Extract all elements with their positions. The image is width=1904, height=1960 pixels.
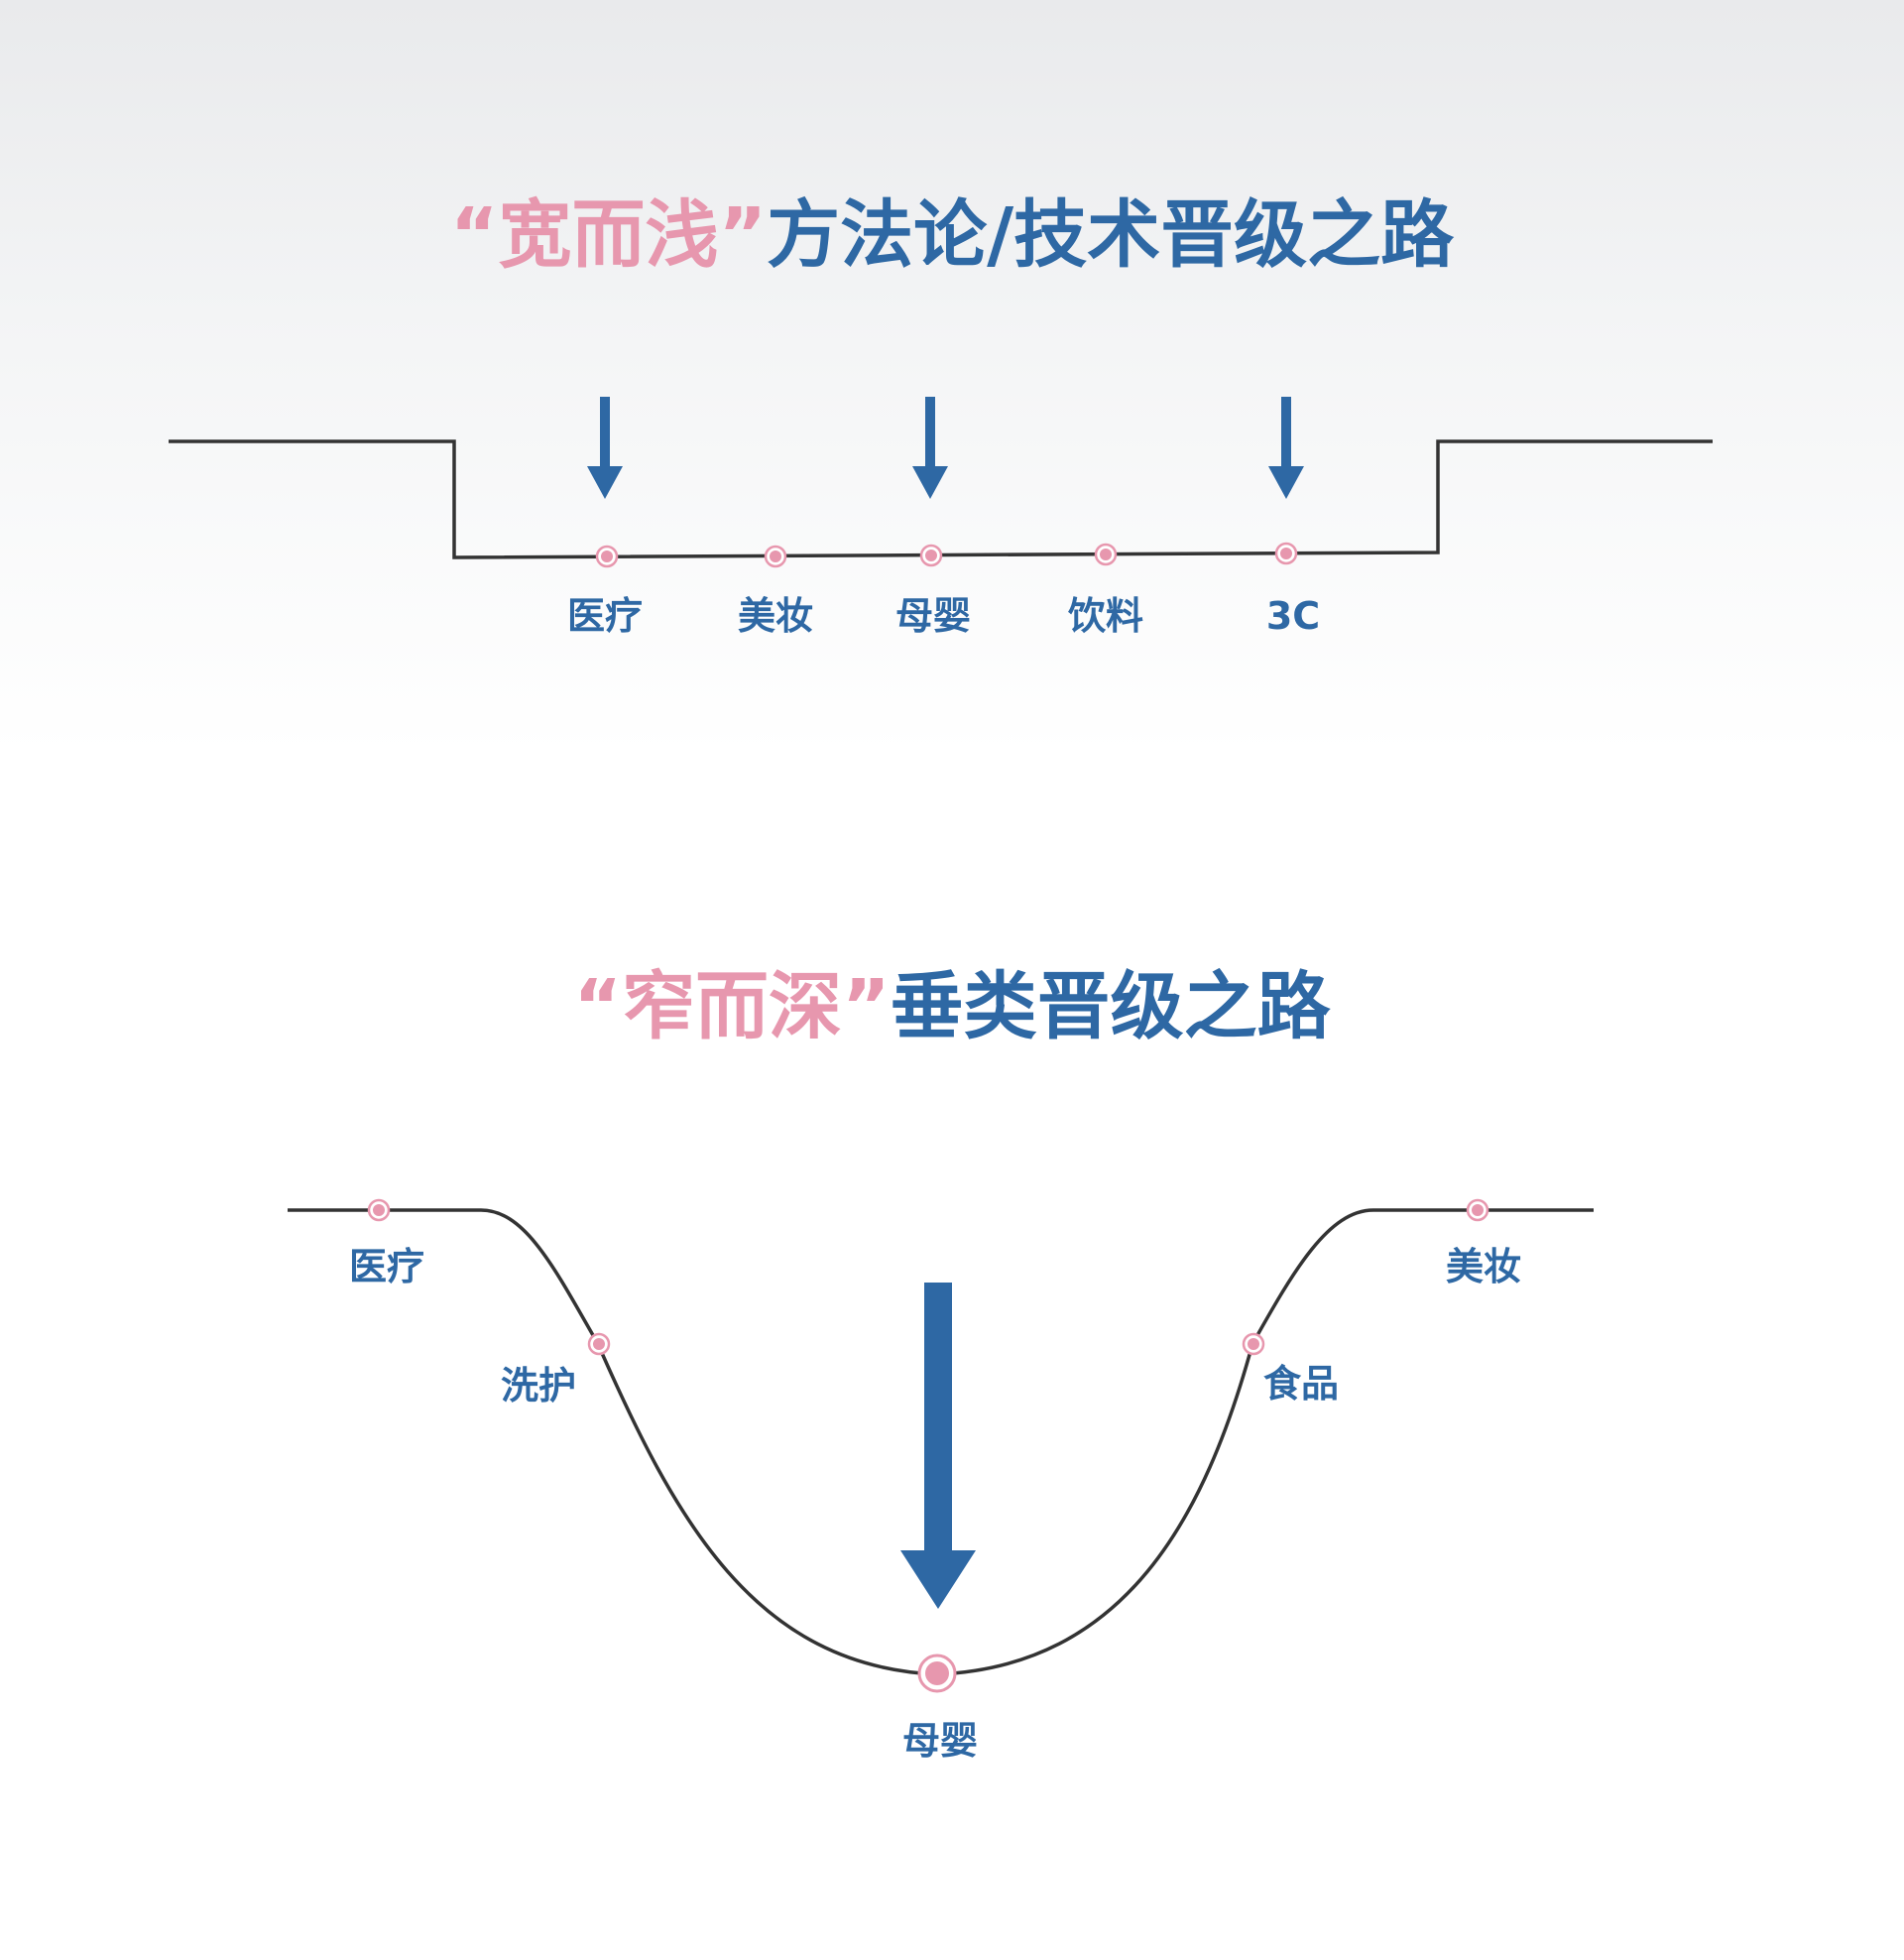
node-dot-icon [764,545,787,568]
label-medical: 医疗 [567,594,643,638]
node-dot-icon [1274,542,1298,565]
node-dot-icon [1466,1198,1489,1222]
node-dot-icon [367,1198,391,1222]
node-dot-icon [919,544,943,567]
label-food: 食品 [1263,1362,1339,1406]
node-dot-icon [595,545,619,568]
shallow-trough-line [169,439,1713,559]
section2-title-rest: 垂类晋级之路 [890,964,1331,1049]
arrow-down-icon [912,397,948,499]
section1-title: “宽而浅”方法论/技术晋级之路 [0,190,1904,280]
big-arrow-down-icon [900,1283,976,1609]
label-beauty: 美妆 [738,594,813,638]
section2-title: “窄而深”垂类晋级之路 [0,962,1904,1051]
label-beverage: 饮料 [1068,594,1143,638]
label-medical: 医疗 [349,1245,424,1288]
section2-title-highlight: “窄而深” [573,964,891,1049]
label-mother-baby: 母婴 [902,1719,978,1763]
label-3c: 3C [1266,594,1320,638]
arrow-down-icon [587,397,623,499]
arrow-down-icon [1268,397,1304,499]
node-dot-icon [1094,543,1118,566]
node-dot-icon [587,1332,611,1356]
section1-title-rest: 方法论/技术晋级之路 [767,192,1455,278]
label-mother-baby: 母婴 [895,594,971,638]
label-wash-care: 洗护 [501,1364,576,1408]
section1-title-highlight: “宽而浅” [449,192,768,278]
node-dot-large-icon [917,1654,957,1693]
label-beauty: 美妆 [1446,1245,1521,1288]
node-dot-icon [1242,1332,1265,1356]
